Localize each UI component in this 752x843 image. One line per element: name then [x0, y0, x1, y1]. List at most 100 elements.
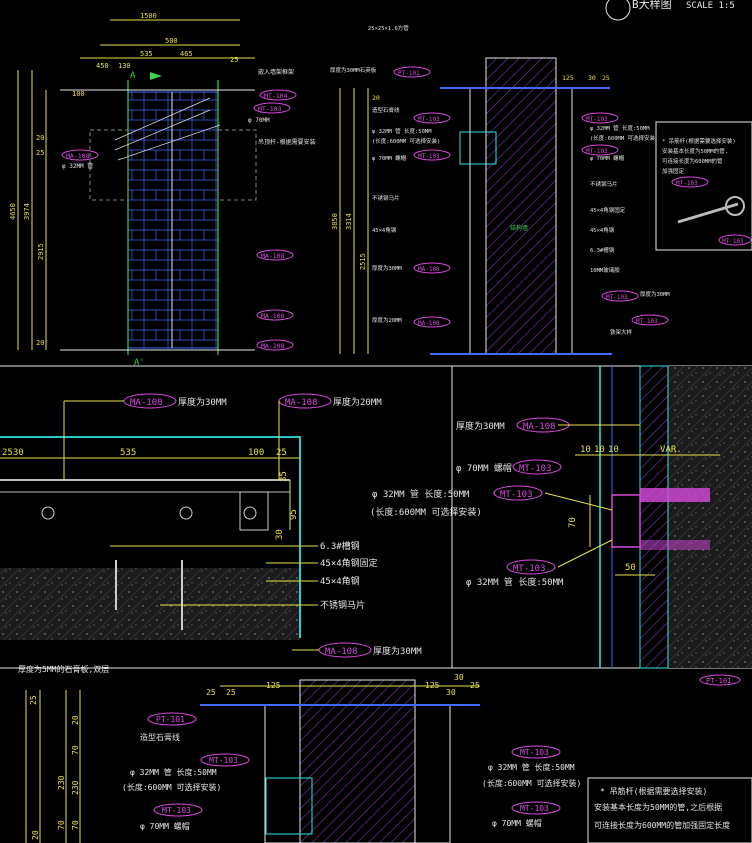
section-dim: 3314 — [345, 213, 353, 230]
elev-dim: 20 — [36, 134, 44, 142]
fixing-detail: 10 10 10 VAR. 70 50 厚度为30MM MA-108 φ 70M… — [370, 365, 752, 669]
elev-tag: MT-104 — [259, 89, 297, 101]
svg-text:MT-103: MT-103 — [519, 464, 552, 474]
svg-text:MT-103: MT-103 — [418, 153, 440, 160]
bottom-dim: 30 — [446, 688, 456, 697]
elevation-view: 1500 500 535 465 450 130 100 25 4650 397… — [9, 12, 316, 368]
bottom-tag: MT-103 — [511, 801, 561, 815]
section-dim: 2515 — [359, 253, 367, 270]
section-mark-a: A — [130, 71, 136, 81]
bottom-note: φ 32MM 管 长度:50MM — [130, 767, 217, 777]
bottom-structural-wall — [299, 679, 416, 843]
bottom-dim: 70 — [57, 820, 66, 830]
elev-dim: 1500 — [140, 12, 157, 20]
fixing-note: φ 32MM 管 长度:50MM — [466, 576, 564, 588]
section-right-note: φ 32MM 管 长度:50MM — [590, 124, 650, 132]
plan-tag: MA-108 — [123, 393, 177, 409]
elev-dim: 20 — [36, 339, 44, 347]
bottom-dim: 230 — [57, 775, 66, 790]
section-right-note: (长度:600MM 可选择安装) — [590, 134, 658, 142]
bottom-note: φ 70MM 螺帽 — [140, 821, 190, 831]
svg-text:MT-103: MT-103 — [162, 806, 191, 815]
section-right-note: 铁架大样 — [610, 328, 633, 336]
section-left-tag: MA-108 — [413, 316, 451, 328]
svg-text:MT-103: MT-103 — [586, 148, 608, 155]
section-left-note: 厚度为20MM — [372, 316, 402, 324]
plan-dim: 535 — [120, 448, 136, 458]
wall-section: 3850 3314 2515 20 125 30 25 结构墙 25×25×1.… — [330, 24, 670, 355]
fixing-tag: MT-103 — [512, 459, 562, 475]
bottom-dim: 25 — [470, 681, 480, 690]
bottom-dim: 125 — [266, 681, 281, 690]
bottom-tag: MT-103 — [153, 803, 203, 817]
section-right-tag: MT-103 — [601, 290, 639, 302]
section-dim: 125 — [562, 74, 574, 82]
svg-text:MT-103: MT-103 — [636, 318, 658, 325]
svg-text:MT-103: MT-103 — [520, 748, 549, 757]
elev-tag: MA-108 — [61, 149, 99, 161]
elev-tag: MA-108 — [256, 339, 294, 351]
bottom-note: 厚度为5MM的石膏板,双层 — [18, 664, 109, 674]
bottom-note: φ 70MM 螺帽 — [492, 818, 542, 828]
svg-text:MA-108: MA-108 — [523, 422, 556, 432]
elev-note: φ 70MM — [248, 117, 270, 124]
svg-text:MT-103: MT-103 — [418, 116, 440, 123]
fixing-dim: 10 — [594, 445, 605, 455]
section-dim: 20 — [372, 94, 380, 102]
svg-text:MT-103: MT-103 — [586, 116, 608, 123]
svg-text:MT-103: MT-103 — [513, 564, 546, 574]
bottom-note: φ 32MM 管 长度:50MM — [488, 762, 575, 772]
wall-core-label: 结构墙 — [510, 224, 528, 232]
elev-dim: 2915 — [37, 243, 45, 260]
elev-dim: 535 — [140, 50, 153, 58]
bottom-dim: 30 — [454, 673, 464, 682]
callout-line: 可连接长度为600MM的管 — [662, 157, 723, 165]
plan-dim: 25 — [276, 448, 287, 458]
svg-text:MT-103: MT-103 — [209, 756, 238, 765]
svg-text:PT-101: PT-101 — [398, 70, 420, 77]
plan-dim: 95 — [289, 509, 299, 520]
fixing-dim: 10 — [580, 445, 591, 455]
section-right-note: 不锈钢马片 — [590, 180, 618, 188]
fixing-dim: 70 — [568, 517, 578, 528]
section-right-note: 45×4角钢 — [590, 226, 615, 234]
bottom-tag: MT-103 — [511, 745, 561, 759]
bottom-note: (长度:600MM 可选择安装) — [122, 782, 221, 792]
section-left-note: 造型石膏线 — [372, 106, 400, 114]
section-dim: 25 — [602, 74, 610, 82]
section-left-tag: MT-103 — [413, 149, 451, 161]
plan-dim: 100 — [248, 448, 264, 458]
section-right-note: φ 70MM 螺帽 — [590, 154, 625, 162]
plan-note: 45×4角钢 — [320, 575, 360, 587]
section-dim: 3850 — [331, 213, 339, 230]
elev-note: 吊顶杆-根据需要安装 — [258, 138, 316, 146]
section-right-note: 厚度为30MM — [640, 290, 670, 298]
bottom-dim: 20 — [71, 715, 80, 725]
bottom-dim: 25 — [206, 688, 216, 697]
elev-note: φ 32MM 管 — [62, 162, 93, 170]
section-mark-a-prime: A' — [134, 358, 145, 368]
structural-wall — [485, 57, 557, 355]
bottom-callout-line: 安装基本长度为50MM的管,之后根据 — [594, 802, 722, 812]
section-left-note: (长度:600MM 可选择安装) — [372, 137, 440, 145]
svg-text:MT-103: MT-103 — [606, 294, 628, 301]
svg-text:MA-108: MA-108 — [261, 312, 285, 320]
elev-dim: 25 — [230, 56, 238, 64]
callout-tag: MT-103 — [671, 176, 709, 188]
svg-text:MT-103: MT-103 — [676, 180, 698, 187]
bottom-dim: 125 — [425, 681, 440, 690]
plan-dim: 35 — [279, 471, 289, 482]
fixing-dim: VAR. — [660, 445, 682, 455]
plan-dim: 30 — [275, 529, 285, 540]
svg-text:MT-103: MT-103 — [722, 238, 744, 245]
elev-dim: 450 — [96, 62, 109, 70]
callout-line: 安装基本长度为50MM的管, — [662, 147, 728, 155]
bottom-tag: MT-103 — [200, 753, 250, 767]
plan-note: 厚度为20MM — [333, 396, 382, 408]
plan-note: 6.3#槽钢 — [320, 540, 360, 552]
section-left-tag: MT-103 — [413, 112, 451, 124]
bottom-dim: 230 — [71, 780, 80, 795]
bottom-dim: 25 — [226, 688, 236, 697]
bottom-tag: PT-101 — [699, 674, 741, 686]
scale-text: SCALE 1:5 — [686, 1, 735, 11]
